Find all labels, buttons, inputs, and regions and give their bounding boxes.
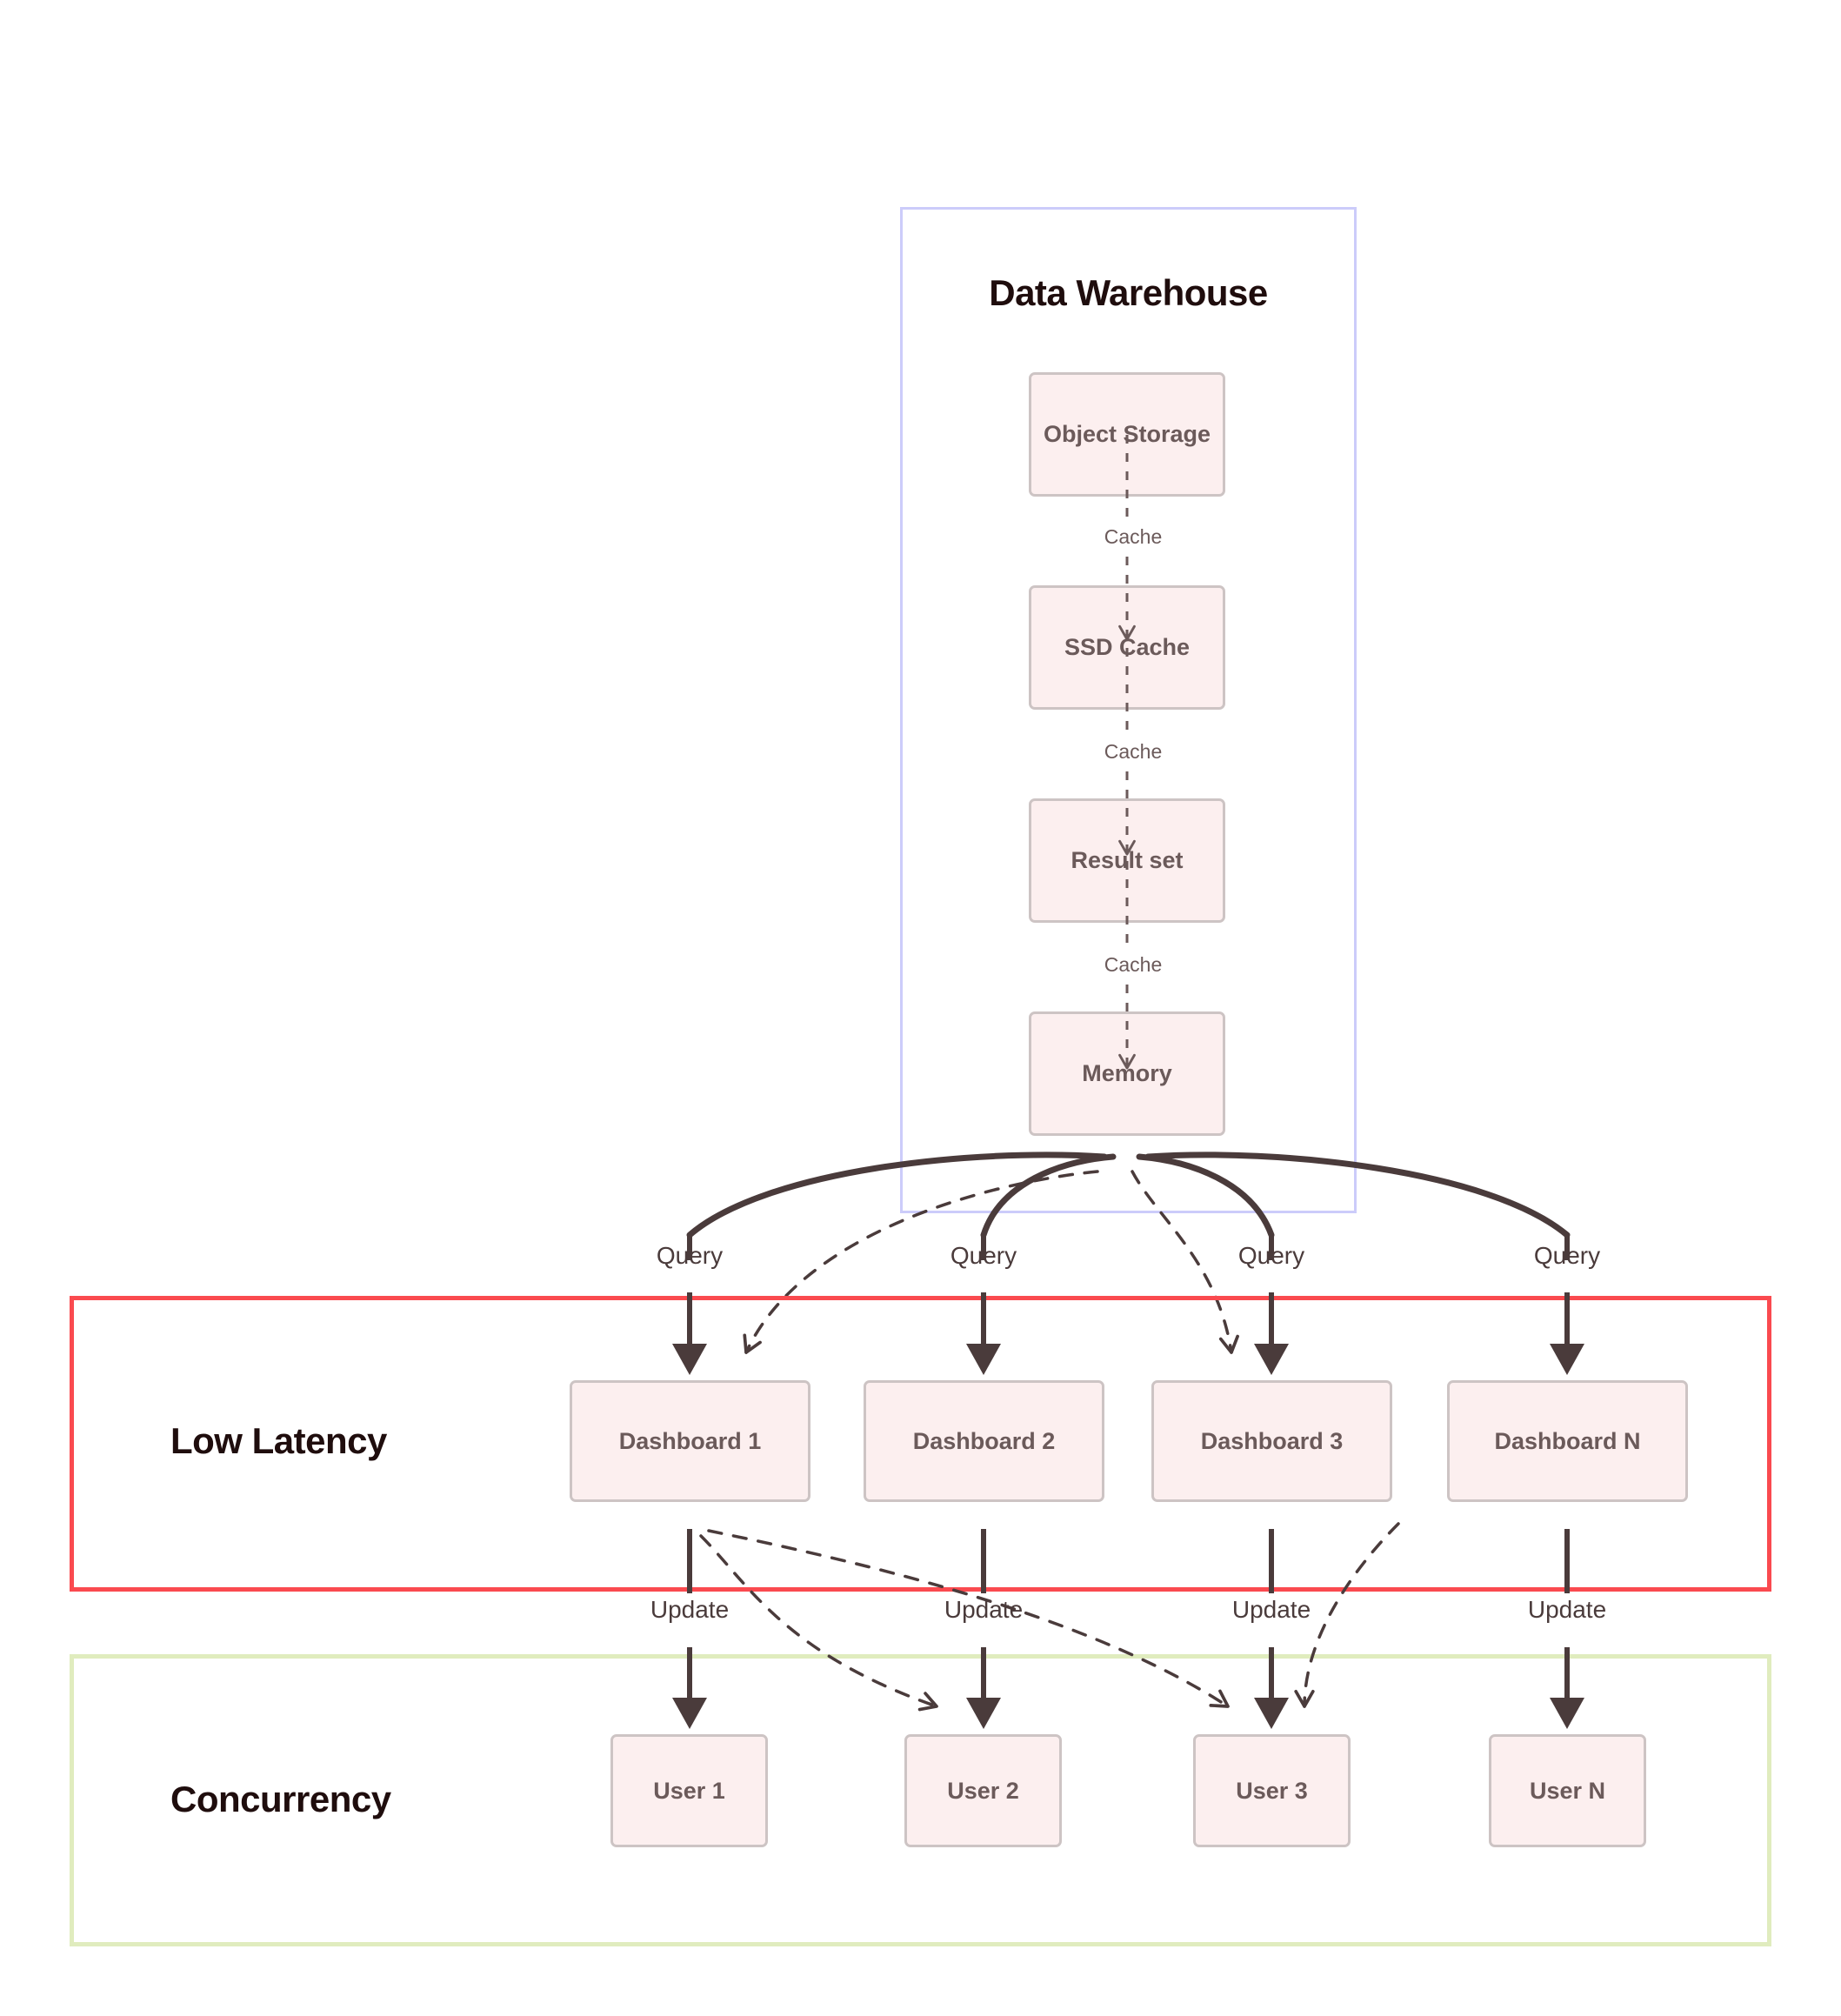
node-user-4[interactable]: User N — [1489, 1734, 1646, 1847]
node-ssd-cache[interactable]: SSD Cache — [1029, 585, 1225, 710]
node-user-3[interactable]: User 3 — [1193, 1734, 1351, 1847]
query-label-2: Query — [950, 1242, 1017, 1269]
update-label-4: Update — [1527, 1596, 1607, 1623]
concurrency-title: Concurrency — [170, 1779, 391, 1819]
node-memory[interactable]: Memory — [1029, 1011, 1225, 1136]
query-label-4: Query — [1533, 1242, 1601, 1269]
node-dashboard-1[interactable]: Dashboard 1 — [570, 1380, 810, 1502]
update-label-3: Update — [1231, 1596, 1311, 1623]
data-warehouse-title: Data Warehouse — [989, 272, 1268, 313]
node-dashboard-3[interactable]: Dashboard 3 — [1151, 1380, 1392, 1502]
data-warehouse-container — [900, 207, 1357, 1213]
edge-label-cache-3: Cache — [1078, 953, 1188, 977]
node-user-2[interactable]: User 2 — [904, 1734, 1062, 1847]
node-user-1[interactable]: User 1 — [610, 1734, 768, 1847]
query-label-3: Query — [1237, 1242, 1305, 1269]
low-latency-title: Low Latency — [170, 1420, 387, 1461]
update-label-1: Update — [650, 1596, 730, 1623]
query-label-1: Query — [656, 1242, 724, 1269]
node-object-storage[interactable]: Object Storage — [1029, 372, 1225, 497]
node-dashboard-4[interactable]: Dashboard N — [1447, 1380, 1688, 1502]
edge-label-cache-2: Cache — [1078, 740, 1188, 764]
update-label-2: Update — [944, 1596, 1024, 1623]
node-dashboard-2[interactable]: Dashboard 2 — [864, 1380, 1104, 1502]
node-result-set[interactable]: Result set — [1029, 798, 1225, 923]
edge-label-cache-1: Cache — [1078, 525, 1188, 549]
